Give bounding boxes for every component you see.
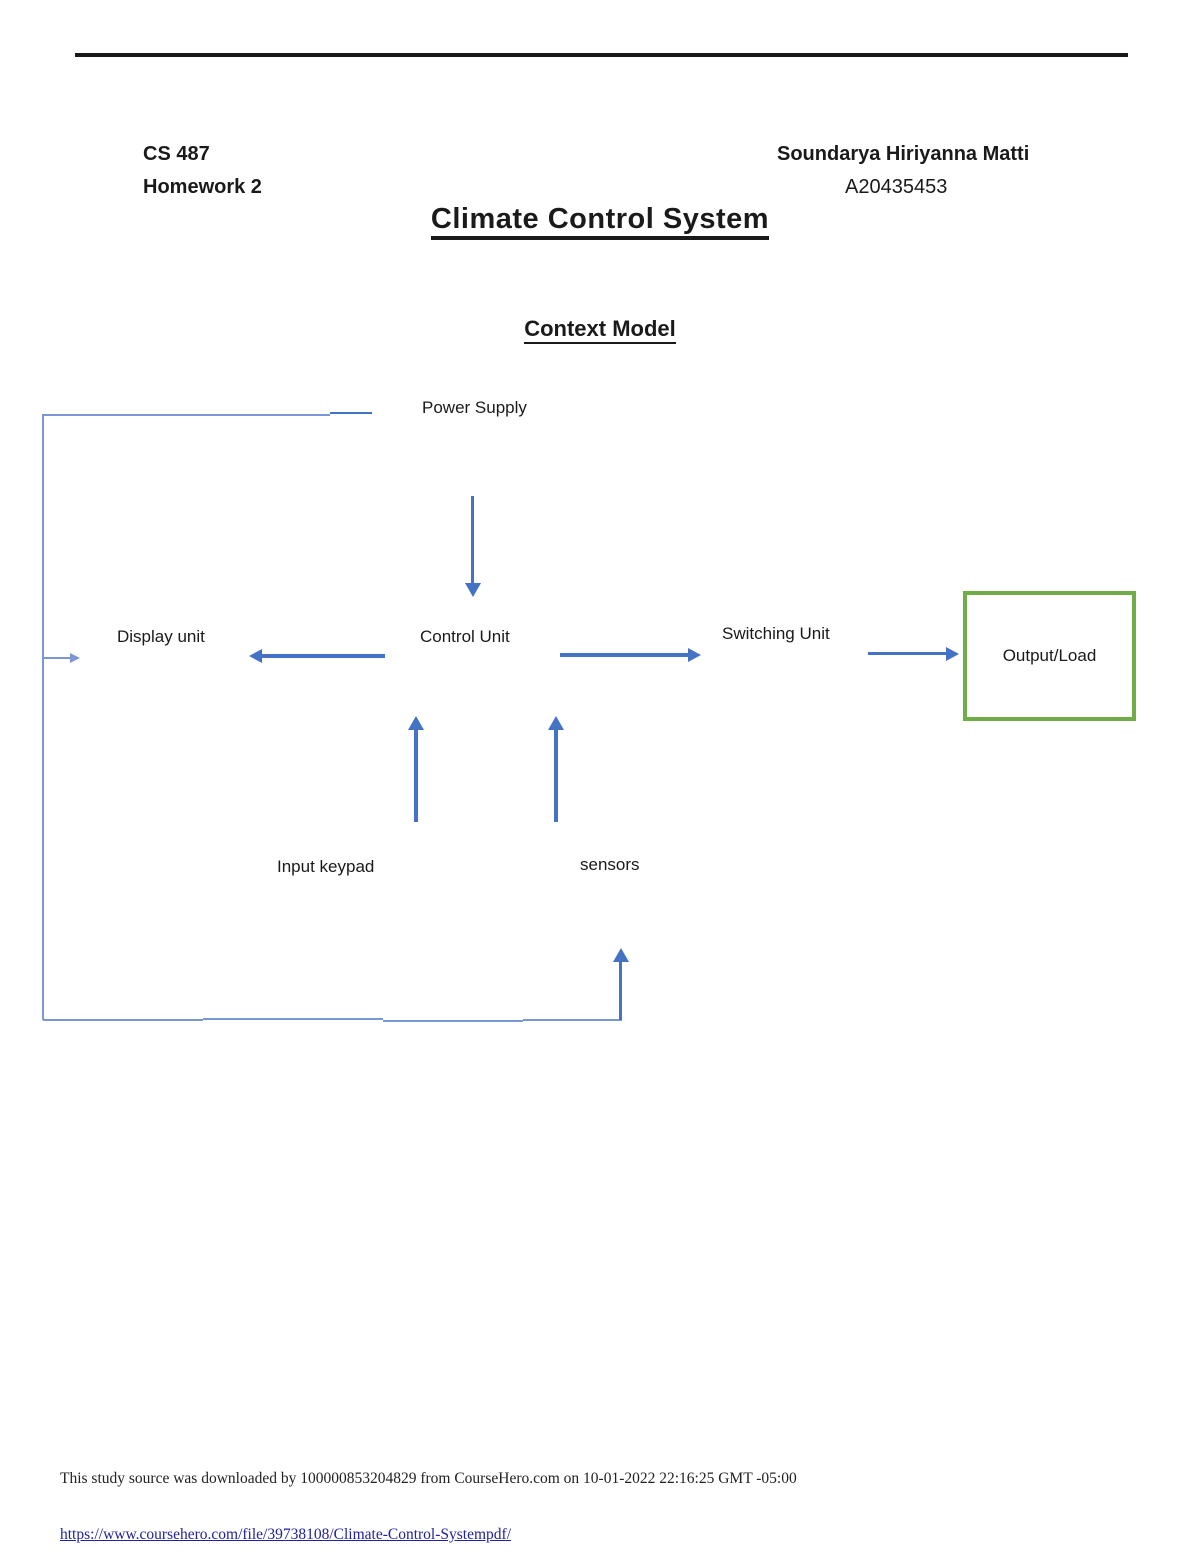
feedback-bottom-line-4 [523, 1019, 622, 1021]
student-id: A20435453 [845, 176, 948, 198]
node-sensors: sensors [580, 855, 640, 874]
header-divider [75, 53, 1128, 57]
feedback-to-display-line [44, 657, 70, 659]
control-to-switching-line [560, 653, 688, 657]
node-power-supply: Power Supply [422, 398, 527, 417]
feedback-left-vertical-line [42, 414, 44, 1020]
feedback-bottom-line-2 [203, 1018, 383, 1020]
author-name: Soundarya Hiriyanna Matti [777, 143, 1030, 165]
assignment-label: Homework 2 [143, 176, 262, 198]
power-to-control-line [471, 496, 474, 584]
feedback-to-display-arrowhead-icon [70, 653, 80, 663]
page-title: Climate Control System [0, 203, 1200, 240]
control-to-display-line [262, 654, 385, 658]
sensors-to-control-arrowhead-icon [548, 716, 564, 730]
switching-to-output-arrowhead-icon [946, 647, 959, 661]
power-supply-connector-line-segment [330, 412, 372, 414]
power-to-control-arrowhead-icon [465, 583, 481, 597]
node-output-load: Output/Load [1002, 646, 1097, 665]
keypad-to-control-line [414, 730, 418, 822]
control-to-switching-arrowhead-icon [688, 648, 701, 662]
feedback-to-sensors-line [619, 962, 622, 1020]
power-supply-connector-line [42, 414, 330, 416]
node-switching-unit: Switching Unit [722, 624, 830, 643]
course-code: CS 487 [143, 143, 210, 165]
control-to-display-arrowhead-icon [249, 649, 262, 663]
node-output-load-box: Output/Load [963, 591, 1136, 721]
feedback-bottom-line-3 [383, 1020, 523, 1022]
diagram-subtitle: Context Model [0, 316, 1200, 344]
download-note: This study source was downloaded by 1000… [60, 1470, 797, 1487]
keypad-to-control-arrowhead-icon [408, 716, 424, 730]
node-input-keypad: Input keypad [277, 857, 375, 876]
switching-to-output-line [868, 652, 948, 655]
source-link[interactable]: https://www.coursehero.com/file/39738108… [60, 1526, 512, 1543]
node-control-unit: Control Unit [420, 627, 510, 646]
diagram-subtitle-text: Context Model [524, 316, 676, 344]
feedback-to-sensors-arrowhead-icon [613, 948, 629, 962]
page-title-text: Climate Control System [430, 203, 770, 240]
feedback-bottom-line-1 [43, 1019, 203, 1021]
sensors-to-control-line [554, 730, 558, 822]
node-display-unit: Display unit [117, 627, 205, 646]
